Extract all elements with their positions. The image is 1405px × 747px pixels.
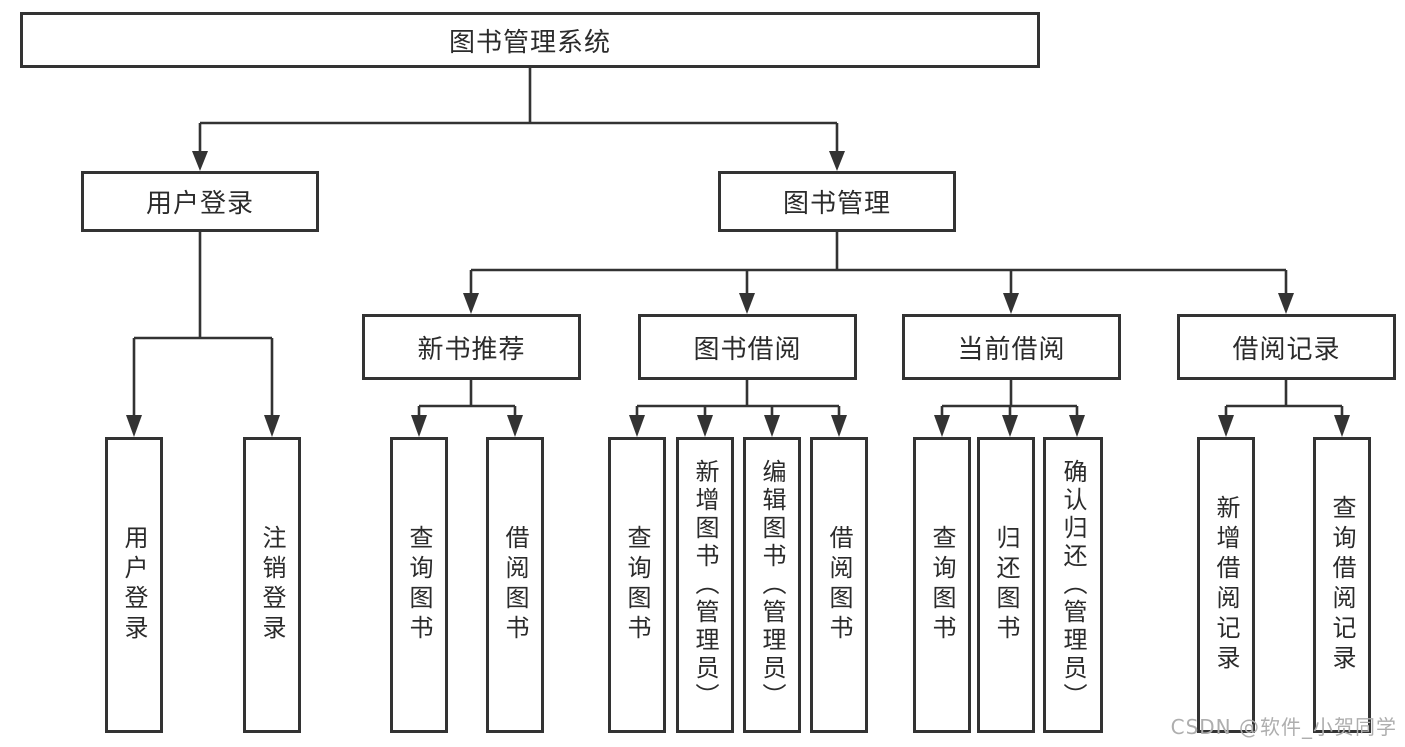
leaf-return-books: 归还图书 [977,437,1035,733]
arrow-icon [697,415,713,437]
connector-bookmgmt-to-level3 [469,232,1288,294]
leaf-query-books-recommend: 查询图书 [390,437,448,733]
leaf-edit-books-admin: 编辑图书（管理员） [743,437,801,733]
connector-userlogin-to-leaves [132,232,274,416]
node-book-management: 图书管理 [718,171,956,232]
arrow-icon [829,151,845,171]
leaf-add-borrow-record: 新增借阅记录 [1197,437,1255,733]
arrow-icon [1278,293,1294,314]
connector-newbooks-to-leaves [417,380,517,416]
leaf-query-books-borrowing: 查询图书 [608,437,666,733]
leaf-query-books-current: 查询图书 [913,437,971,733]
arrow-icon [1069,415,1085,437]
leaf-confirm-return-admin: 确认归还（管理员） [1043,437,1103,733]
node-new-book-recommendation: 新书推荐 [362,314,581,380]
arrow-icon [192,151,208,171]
leaf-borrow-books-borrowing: 借阅图书 [810,437,868,733]
arrow-icon [1002,415,1018,437]
node-user-login: 用户登录 [81,171,319,232]
leaf-user-login: 用户登录 [105,437,163,733]
connector-root-to-level2 [198,68,839,152]
arrow-icon [411,415,427,437]
arrow-icon [463,293,479,314]
arrow-icon [934,415,950,437]
arrow-icon [764,415,780,437]
leaf-add-books-admin: 新增图书（管理员） [676,437,734,733]
arrow-icon [264,415,280,437]
leaf-logout: 注销登录 [243,437,301,733]
arrow-icon [739,293,755,314]
node-current-borrowing: 当前借阅 [902,314,1121,380]
arrow-icon [1334,415,1350,437]
node-borrowing-records: 借阅记录 [1177,314,1396,380]
connector-borrowing-to-leaves [635,380,841,416]
node-book-borrowing: 图书借阅 [638,314,857,380]
arrow-icon [126,415,142,437]
connector-records-to-leaves [1224,380,1344,416]
connector-current-to-leaves [940,380,1079,416]
arrow-icon [1003,293,1019,314]
leaf-borrow-books-recommend: 借阅图书 [486,437,544,733]
arrow-icon [629,415,645,437]
node-root-library-system: 图书管理系统 [20,12,1040,68]
csdn-watermark: CSDN @软件_小贺同学 [1170,715,1397,739]
leaf-query-borrow-record: 查询借阅记录 [1313,437,1371,733]
arrow-icon [1218,415,1234,437]
arrow-icon [831,415,847,437]
arrow-icon [507,415,523,437]
